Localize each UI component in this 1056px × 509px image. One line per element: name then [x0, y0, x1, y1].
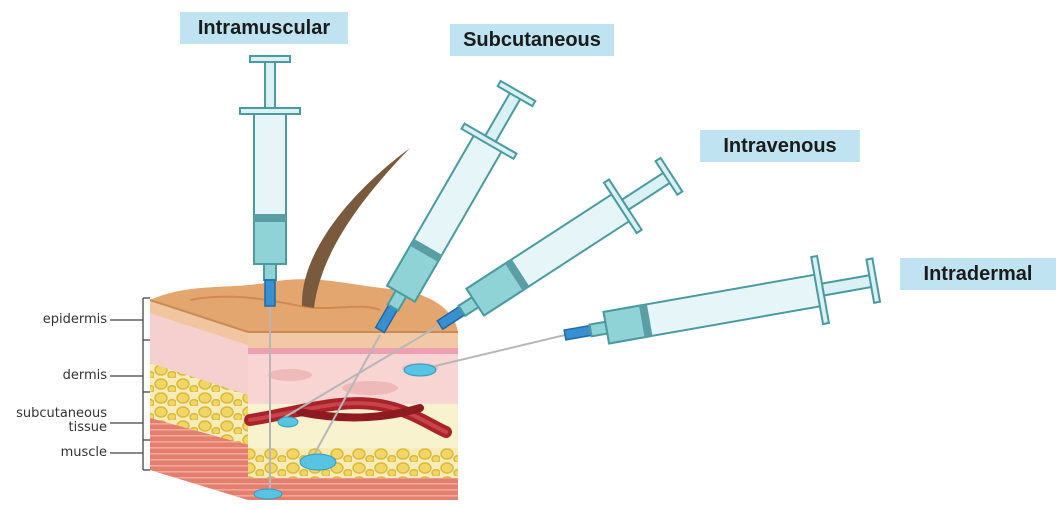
- syringe-intradermal: [559, 247, 882, 369]
- layer-label-subcutaneous-tissue-2: tissue: [69, 421, 108, 435]
- layer-label-subcutaneous-tissue-1: subcutaneous: [16, 407, 107, 421]
- skin-block-side: [150, 300, 248, 500]
- label-intradermal: Intradermal: [900, 258, 1056, 290]
- layer-label-dermis: dermis: [63, 369, 107, 383]
- label-intramuscular: Intramuscular: [180, 12, 348, 44]
- label-subcutaneous: Subcutaneous: [450, 24, 614, 56]
- layer-bracket: [110, 298, 150, 470]
- label-intravenous: Intravenous: [700, 130, 860, 162]
- layer-label-epidermis: epidermis: [43, 313, 107, 327]
- layer-label-muscle: muscle: [61, 446, 107, 460]
- syringe-intramuscular: [240, 56, 300, 306]
